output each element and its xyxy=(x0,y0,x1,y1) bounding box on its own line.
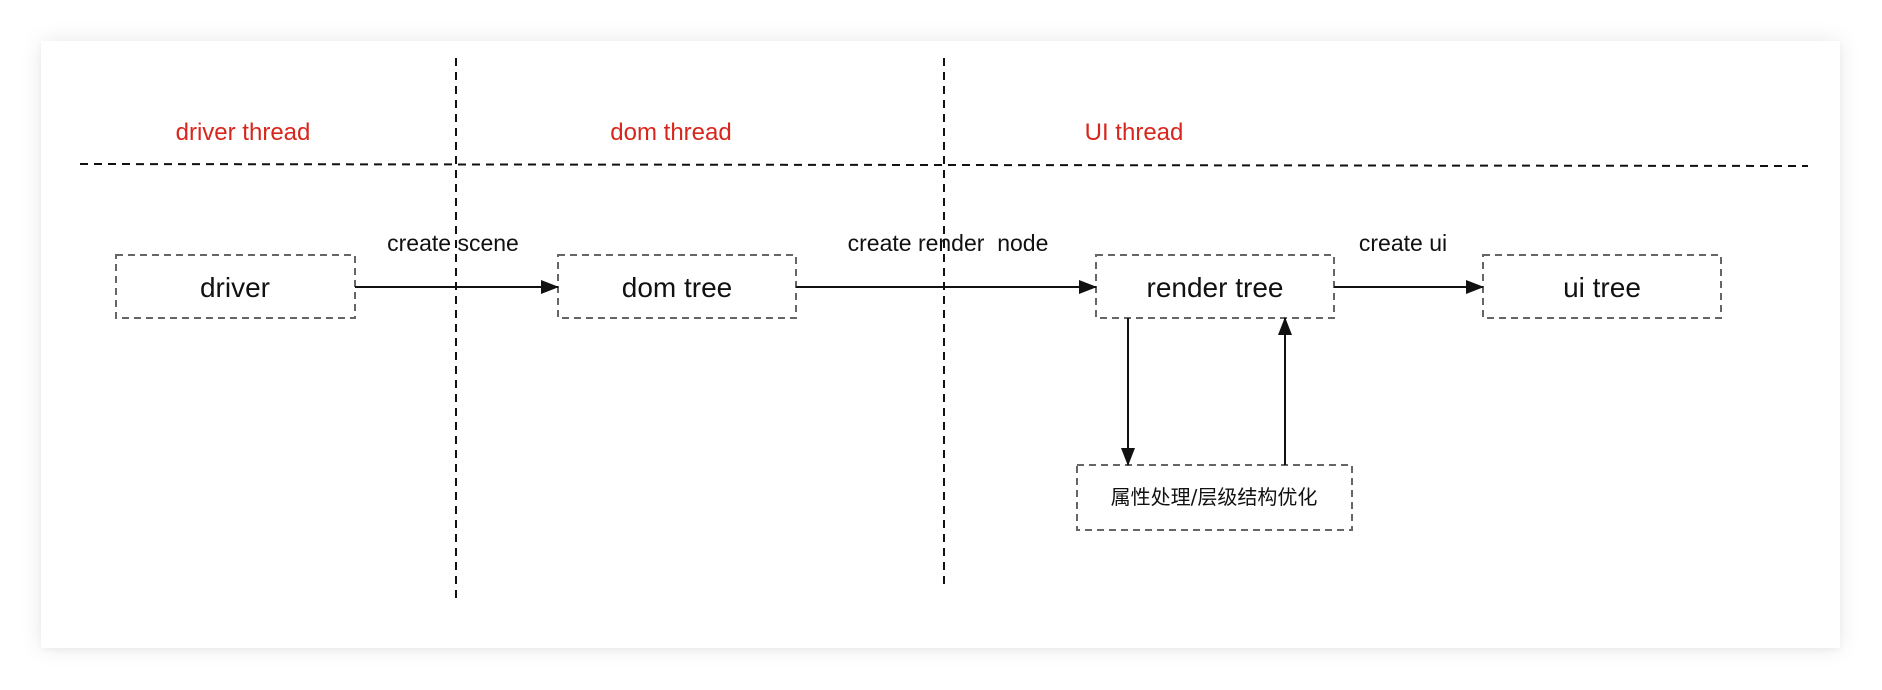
diagram-card xyxy=(41,41,1840,648)
node-box-optimization xyxy=(1076,464,1353,531)
edge-label-create-ui: create ui xyxy=(1359,230,1447,256)
node-label-ui-tree: ui tree xyxy=(1563,272,1641,303)
thread-label-ui: UI thread xyxy=(1085,119,1184,146)
node-label-driver: driver xyxy=(200,272,270,303)
edge-label-create-scene: create scene xyxy=(387,230,519,256)
node-label-dom-tree: dom tree xyxy=(622,272,733,303)
edge-label-create-render-node: create render node xyxy=(848,230,1049,256)
node-label-render-tree: render tree xyxy=(1147,272,1284,303)
thread-label-dom: dom thread xyxy=(610,119,731,146)
thread-label-driver: driver thread xyxy=(176,119,311,146)
thread-divider-horizontal xyxy=(79,163,1809,167)
node-label-optimization: 属性处理/层级结构优化 xyxy=(1111,485,1318,509)
